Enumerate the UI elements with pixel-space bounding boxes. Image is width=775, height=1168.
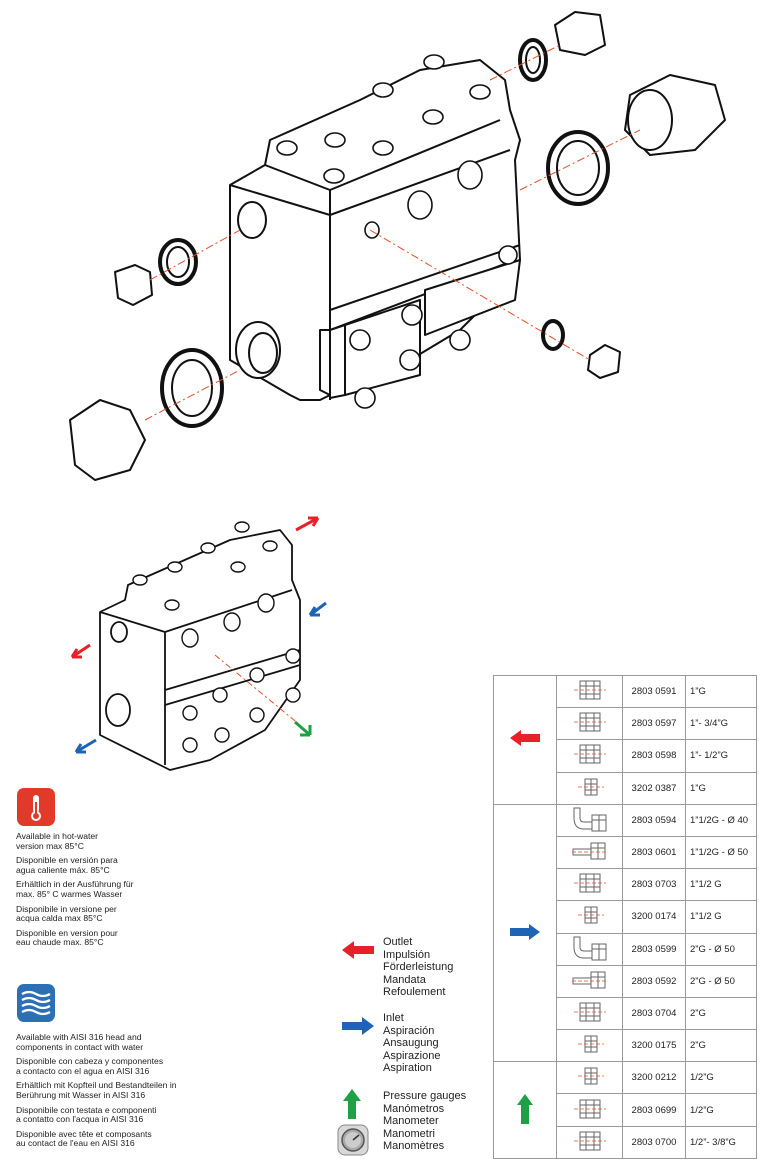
elbow-fitting-icon	[556, 803, 623, 837]
outlet-arrow-icon	[295, 516, 320, 532]
part-code: 2803 0699	[622, 1093, 686, 1127]
hot-water-description: Available in hot-water version max 85°C …	[16, 831, 134, 948]
thermometer-icon	[17, 788, 55, 826]
part-size: 2”G - Ø 50	[685, 932, 757, 966]
part-code: 3200 0175	[622, 1029, 686, 1063]
blue-arrow-right-icon	[493, 803, 557, 1063]
part-size: 1”- 1/2”G	[685, 739, 757, 773]
flow-arrows	[70, 516, 327, 754]
part-code: 2803 0597	[622, 707, 686, 741]
flow-direction-drawing	[70, 516, 327, 771]
part-size: 1”G	[685, 771, 757, 805]
part-size: 1”1/2 G	[685, 868, 757, 902]
part-size: 1”1/2G - Ø 40	[685, 803, 757, 837]
part-code: 2803 0594	[622, 803, 686, 837]
pressure-gauge-icon	[337, 1124, 369, 1156]
part-size: 2”G	[685, 1029, 757, 1063]
part-code: 2803 0598	[622, 739, 686, 773]
part-size: 1/2”G	[685, 1061, 757, 1095]
part-code: 2803 0599	[622, 932, 686, 966]
red-arrow-left-icon	[342, 941, 374, 959]
part-size: 1”- 3/4”G	[685, 707, 757, 741]
elbow-fitting-icon	[556, 932, 623, 966]
red-arrow-left-icon	[493, 675, 557, 805]
part-code: 2803 0704	[622, 996, 686, 1031]
union-fitting-icon	[556, 674, 623, 709]
part-code: 3200 0212	[622, 1061, 686, 1095]
union-fitting-icon	[556, 1125, 623, 1159]
hose-fitting-icon	[556, 835, 623, 870]
part-code: 3200 0174	[622, 900, 686, 934]
union-fitting-icon	[556, 868, 623, 902]
green-arrow-up-icon	[343, 1089, 361, 1119]
part-code: 2803 0592	[622, 964, 686, 998]
aisi316-description: Available with AISI 316 head and compone…	[16, 1032, 177, 1149]
part-size: 2”G	[685, 996, 757, 1031]
part-code: 2803 0601	[622, 835, 686, 870]
hose-fitting-icon	[556, 964, 623, 998]
union-fitting-icon	[556, 1093, 623, 1127]
part-code: 2803 0591	[622, 674, 686, 709]
outlet-arrow-icon	[70, 643, 91, 659]
part-size: 1”G	[685, 674, 757, 709]
part-size: 1”1/2G - Ø 50	[685, 835, 757, 870]
part-size: 1/2”- 3/8”G	[685, 1125, 757, 1159]
green-arrow-up-icon	[493, 1061, 557, 1159]
plug-fitting-icon	[556, 771, 623, 805]
part-size: 1”1/2 G	[685, 900, 757, 934]
part-code: 2803 0700	[622, 1125, 686, 1159]
part-code: 3202 0387	[622, 771, 686, 805]
inlet-arrow-icon	[74, 738, 97, 754]
part-size: 1/2”G	[685, 1093, 757, 1127]
part-size: 2”G - Ø 50	[685, 964, 757, 998]
inlet-arrow-icon	[308, 601, 327, 617]
union-fitting-icon	[556, 707, 623, 741]
plug-fitting-icon	[556, 1029, 623, 1063]
union-fitting-icon	[556, 996, 623, 1031]
part-code: 2803 0703	[622, 868, 686, 902]
gauge-arrow-icon	[294, 720, 312, 737]
plug-fitting-icon	[556, 900, 623, 934]
plug-fitting-icon	[556, 1061, 623, 1095]
water-waves-icon	[17, 984, 55, 1022]
exploded-pump-head-drawing	[69, 11, 726, 481]
union-fitting-icon	[556, 739, 623, 773]
blue-arrow-right-icon	[342, 1017, 374, 1035]
